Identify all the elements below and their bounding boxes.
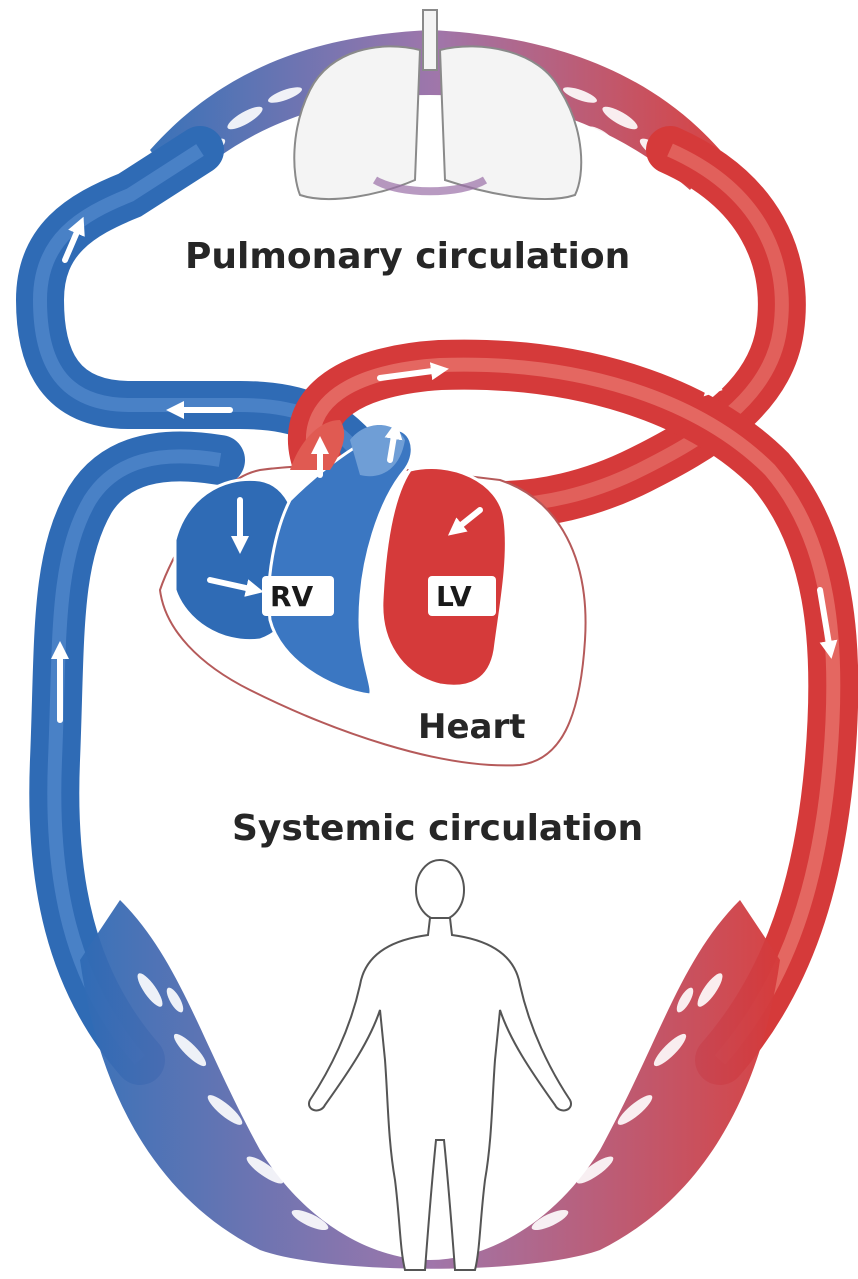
lv-label: LV	[436, 580, 472, 613]
pulmonary-circulation-label: Pulmonary circulation	[185, 236, 630, 277]
systemic-circulation-label: Systemic circulation	[232, 808, 643, 849]
human-figure-icon	[309, 860, 571, 1270]
rv-label: RV	[270, 580, 314, 613]
lungs-icon	[294, 10, 581, 199]
heart-label: Heart	[418, 707, 525, 747]
